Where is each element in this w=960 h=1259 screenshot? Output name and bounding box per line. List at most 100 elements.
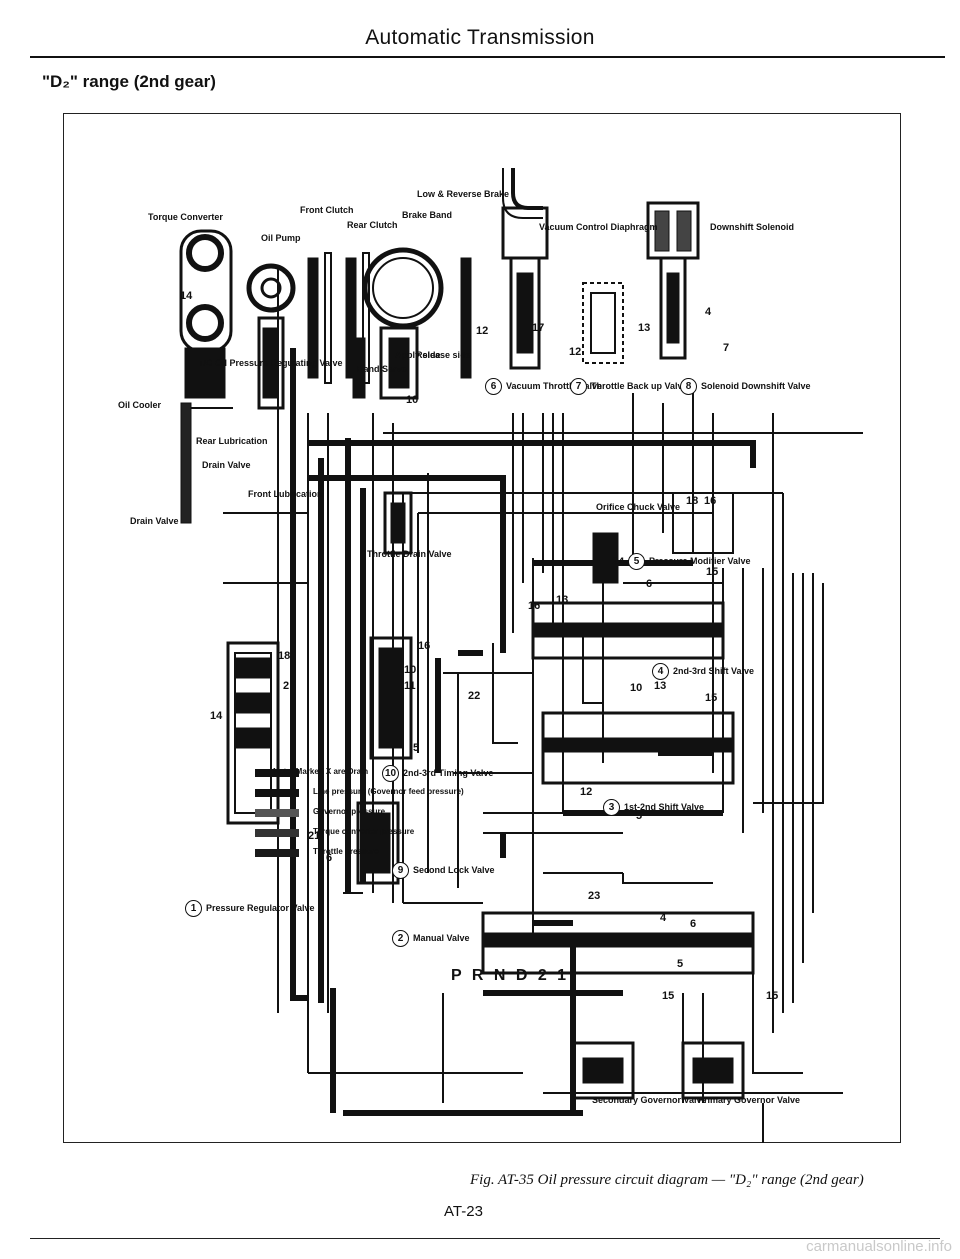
label-release-side: Release side <box>416 350 471 360</box>
circle-5: 5 <box>628 553 645 570</box>
port-number: 15 <box>705 692 718 704</box>
throttle-backup-body <box>582 282 624 364</box>
label-drain-valve-small: Drain Valve <box>202 460 251 470</box>
label-rear-clutch: Rear Clutch <box>347 220 398 230</box>
circle-9: 9 <box>392 862 409 879</box>
torque-converter <box>179 229 233 524</box>
page-number: AT-23 <box>444 1203 483 1220</box>
low-reverse-brake <box>460 257 472 379</box>
band-servo <box>379 326 419 400</box>
label-front-clutch: Front Clutch <box>300 205 354 215</box>
label-oil-pump: Oil Pump <box>261 233 301 243</box>
brake-band <box>352 247 444 399</box>
circle-2: 2 <box>392 930 409 947</box>
label-throttle-drain-valve: Throttle Drain Valve <box>367 549 452 559</box>
port-number: 21 <box>308 830 321 842</box>
port-number: 12 <box>569 346 582 358</box>
port-number: 7 <box>723 342 730 354</box>
vacuum-diaphragm <box>501 168 549 370</box>
label-secondary-governor: Secondary Governor Valve <box>592 1095 707 1105</box>
port-number: 23 <box>588 890 601 902</box>
throttle-drain-body <box>383 491 413 555</box>
port-number: 14 <box>180 290 193 302</box>
legend-swatch <box>255 809 299 817</box>
port-number: 16 <box>528 600 541 612</box>
header-rule <box>30 56 945 58</box>
rear-clutch <box>345 252 370 384</box>
circle-8: 8 <box>680 378 697 395</box>
port-number: 18 <box>686 495 699 507</box>
label-orifice-check-valve: Orifice Chuck Valve <box>596 502 681 512</box>
label-oil-cooler: Oil Cooler <box>118 400 162 410</box>
circle-3: 3 <box>603 799 620 816</box>
port-number: 6 <box>690 918 697 930</box>
page-header-title: Automatic Transmission <box>365 26 595 49</box>
label-downshift-solenoid: Downshift Solenoid <box>710 222 794 232</box>
downshift-solenoid <box>646 201 700 360</box>
label-low-reverse-brake: Low & Reverse Brake <box>417 189 510 199</box>
port-number: 16 <box>418 640 431 652</box>
port-number: 10 <box>630 682 643 694</box>
label-apply-side: Apply side <box>395 350 441 360</box>
circle-6: 6 <box>485 378 502 395</box>
legend-swatch <box>255 829 299 837</box>
port-number: 10 <box>404 664 417 676</box>
legend-note: Note: Marked X are Drain <box>273 767 369 776</box>
port-number: 4 <box>705 306 712 318</box>
label-torque-converter: Torque Converter <box>148 212 223 222</box>
port-number: 22 <box>468 690 481 702</box>
watermark: carmanualsonline.info <box>806 1238 952 1255</box>
diagram-frame <box>63 113 901 1143</box>
circle-1: 1 <box>185 900 202 917</box>
manual-valve-body <box>481 911 755 975</box>
port-number: 15 <box>662 990 675 1002</box>
footer-rule <box>30 1238 940 1239</box>
port-number: 15 <box>766 990 779 1002</box>
oil-circuit-diagram <box>179 168 863 1143</box>
port-number: 6 <box>326 852 333 864</box>
label-vacuum-control-diaphragm: Vacuum Control Diaphragm <box>539 222 658 232</box>
legend-swatch <box>255 789 299 797</box>
primary-governor-body <box>681 1041 745 1100</box>
circle-4: 4 <box>652 663 669 680</box>
port-number: 16 <box>704 495 717 507</box>
port-number: 15 <box>706 566 719 578</box>
port-number: 4 <box>660 912 667 924</box>
section-title: "D₂" range (2nd gear) <box>42 72 216 91</box>
port-number: 5 <box>677 958 684 970</box>
port-number: 12 <box>476 325 489 337</box>
label-rear-lubrication: Rear Lubrication <box>196 436 268 446</box>
label-front-lubrication: Front Lubrication <box>248 489 323 499</box>
thin-circuit-lines <box>188 268 863 1143</box>
manual-valve-positions: P R N D 2 1 <box>451 967 570 984</box>
label-brake-band: Brake Band <box>402 210 453 220</box>
port-number: 17 <box>532 322 545 334</box>
figure-caption: Fig. AT-35 Oil pressure circuit diagram … <box>470 1172 864 1188</box>
label-primary-governor: Primary Governor Valve <box>698 1095 801 1105</box>
port-number: 13 <box>556 594 569 606</box>
front-clutch <box>307 252 332 384</box>
secondary-governor-body <box>571 1041 635 1100</box>
circle-10: 10 <box>382 765 399 782</box>
port-number: 2 <box>283 680 290 692</box>
port-number: 13 <box>638 322 651 334</box>
port-number: 14 <box>210 710 223 722</box>
port-number: 6 <box>646 578 653 590</box>
pressure-regulator-body <box>226 641 280 825</box>
port-number: 11 <box>404 680 416 692</box>
shift-23-body <box>531 601 725 660</box>
shift-12-body <box>541 711 735 785</box>
port-number: 12 <box>580 786 593 798</box>
port-number: 5 <box>636 810 643 822</box>
port-number: 5 <box>413 742 420 754</box>
label-tc-oil-pressure: T/C Oil Pressure Regulating Valve <box>198 358 343 368</box>
